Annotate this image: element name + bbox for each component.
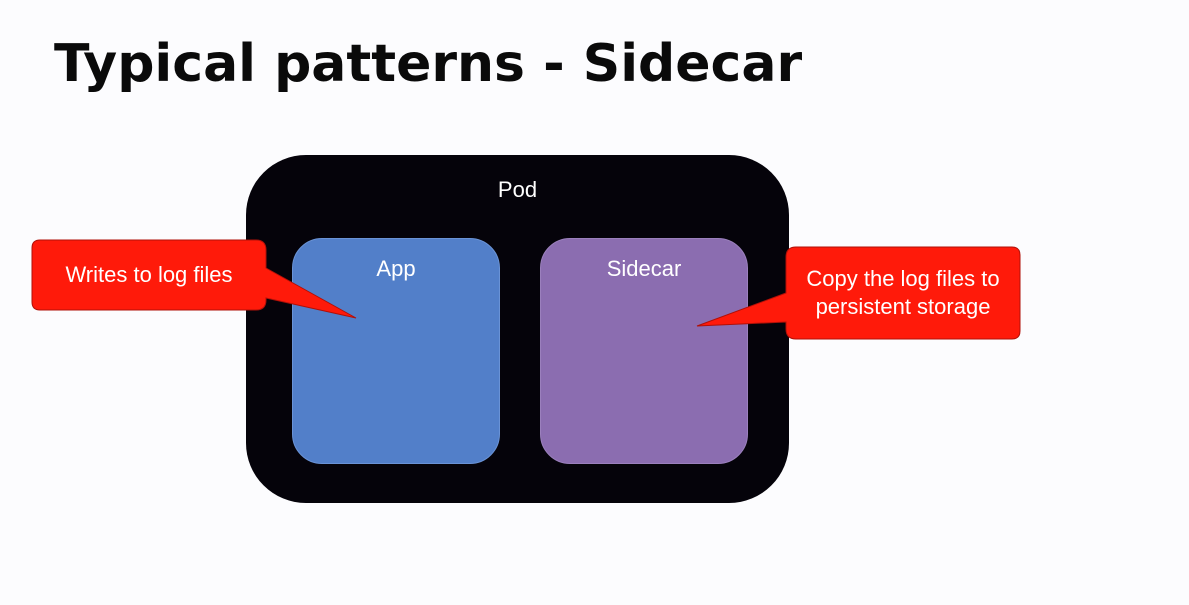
right-callout-text: Copy the log files to persistent storage (806, 266, 1000, 319)
left-callout-text: Writes to log files (65, 262, 233, 287)
right-callout-shape (696, 246, 1021, 340)
sidecar-label: Sidecar (606, 256, 682, 281)
slide-title: Typical patterns - Sidecar (54, 34, 803, 94)
pod-label: Pod (497, 177, 538, 202)
pod-box: Pod App Sidecar (246, 155, 789, 503)
app-label: App (376, 256, 416, 281)
sidecar-container: Sidecar (540, 238, 748, 464)
app-container: App (292, 238, 500, 464)
left-callout-shape (31, 239, 357, 319)
